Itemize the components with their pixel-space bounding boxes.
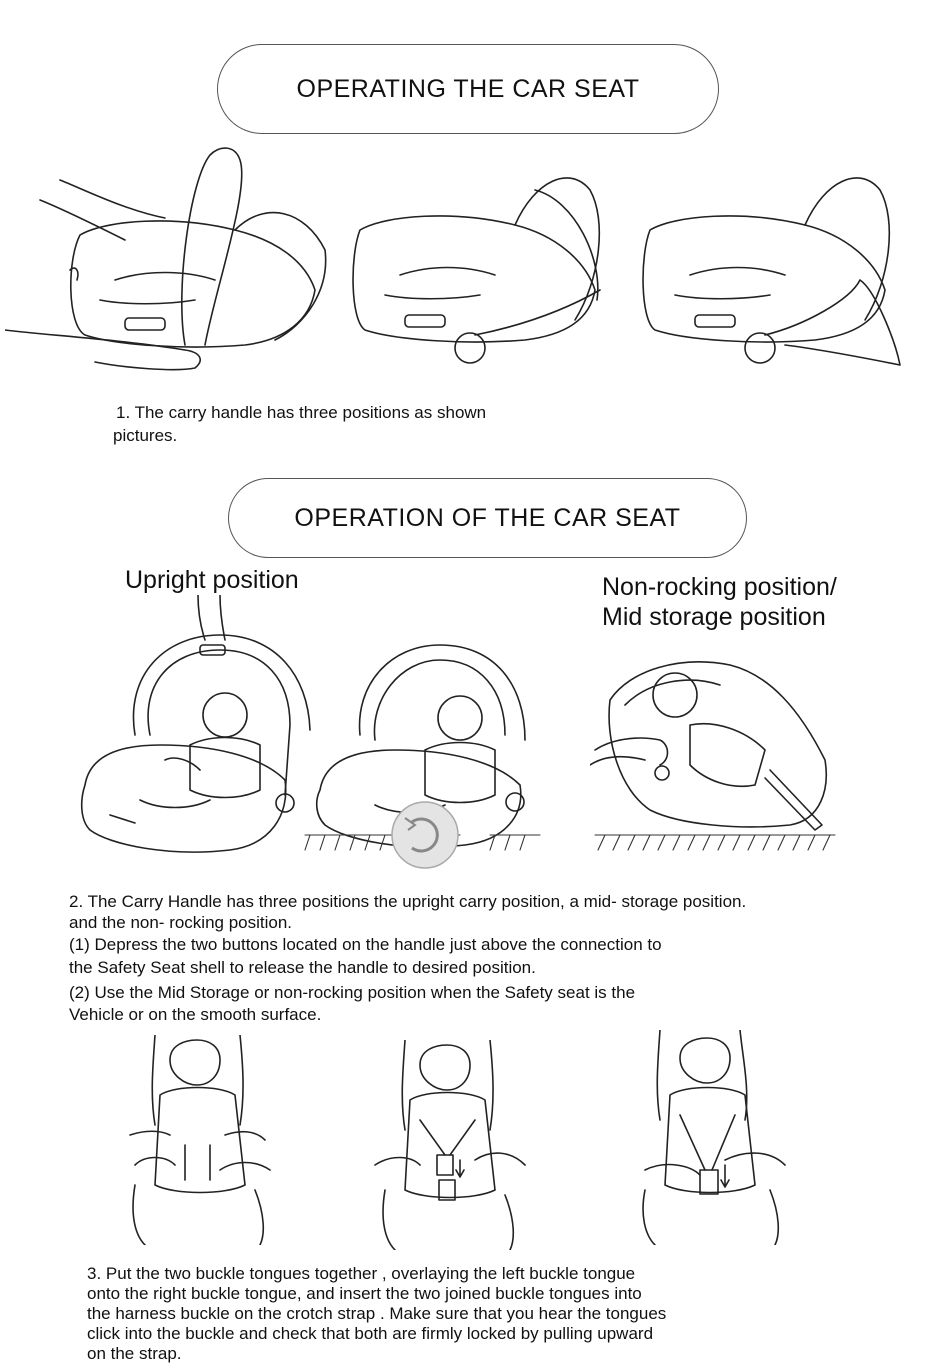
section2-text-line4: the Safety Seat shell to release the han… [69, 958, 536, 977]
non-rocking-illustration [590, 650, 840, 860]
section2-text-line1: 2. The Carry Handle has three positions … [69, 892, 747, 911]
car-seat-handle-back-illustration [635, 150, 905, 375]
section2-text-line3: (1) Depress the two buttons located on t… [69, 935, 662, 954]
label-upright-position: Upright position [125, 566, 299, 594]
section3-text-line3: the harness buckle on the crotch strap .… [87, 1304, 667, 1323]
mid-storage-illustration [300, 640, 555, 870]
label-nonrocking-line2: Mid storage position [602, 603, 826, 631]
caption-1-line1: 1. The carry handle has three positions … [116, 403, 487, 422]
section2-text-line2: and the non- rocking position. [69, 913, 293, 932]
section-title-operating: OPERATING THE CAR SEAT [217, 44, 719, 134]
section3-text-line2: onto the right buckle tongue, and insert… [87, 1284, 642, 1303]
car-seat-handle-mid-illustration [345, 150, 610, 365]
section-title-text: OPERATION OF THE CAR SEAT [294, 503, 681, 532]
section3-text-line5: on the strap. [87, 1344, 182, 1363]
section2-text-line5: (2) Use the Mid Storage or non-rocking p… [69, 983, 636, 1002]
caption-1-line2: pictures. [113, 426, 178, 445]
upright-position-illustration [80, 595, 325, 860]
section-title-text: OPERATING THE CAR SEAT [296, 74, 640, 103]
label-nonrocking-line1: Non-rocking position/ [602, 573, 837, 601]
section-title-operation: OPERATION OF THE CAR SEAT [228, 478, 747, 558]
section2-text-line6: Vehicle or on the smooth surface. [69, 1005, 322, 1024]
buckle-step2-illustration [365, 1040, 535, 1250]
section3-text-line4: click into the buckle and check that bot… [87, 1324, 654, 1343]
buckle-step1-illustration [115, 1035, 285, 1245]
car-seat-handle-up-illustration [5, 140, 335, 380]
section3-text-line1: 3. Put the two buckle tongues together ,… [87, 1264, 636, 1283]
buckle-step3-illustration [630, 1030, 800, 1245]
